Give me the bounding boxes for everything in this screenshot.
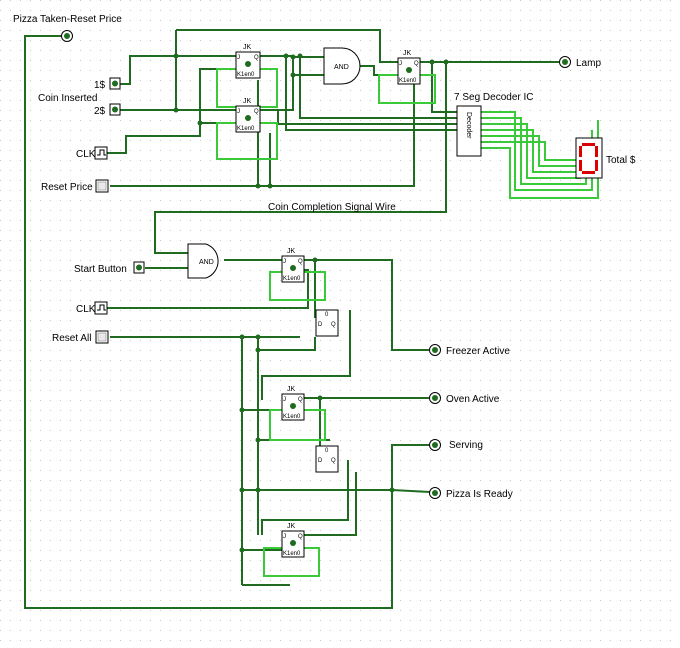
pizza-ready-led xyxy=(429,487,441,499)
one-dollar-pin[interactable] xyxy=(109,77,121,90)
jk-pins-label: K1en0 xyxy=(283,414,301,420)
jk-flipflop-6[interactable]: JK J Q K1en0 xyxy=(281,523,305,558)
total-label: Total $ xyxy=(606,155,636,166)
d-zero-label: 0 xyxy=(325,312,329,318)
labels: Pizza Taken-Reset Price Coin Inserted 1$… xyxy=(13,14,636,500)
q-pin-label: Q xyxy=(298,397,303,403)
two-dollar-pin[interactable] xyxy=(109,103,121,116)
q-pin-label: Q xyxy=(298,534,303,540)
q-pin-label: Q xyxy=(331,322,336,328)
reset-price-button[interactable] xyxy=(95,179,109,193)
and-gate-top-label: AND xyxy=(334,64,349,71)
jk-pins-label: K1en0 xyxy=(283,276,301,282)
jk-label: JK xyxy=(287,386,296,393)
and-gate-top[interactable]: AND xyxy=(323,47,361,85)
jk-pins-label: K1en0 xyxy=(237,72,255,78)
one-dollar-label: 1$ xyxy=(94,80,106,91)
j-pin-label: J xyxy=(399,61,402,67)
d-pin-label: D xyxy=(318,322,323,328)
q-pin-label: Q xyxy=(414,61,419,67)
jk-label: JK xyxy=(243,98,252,105)
freezer-active-label: Freezer Active xyxy=(446,346,510,357)
pizza-ready-label: Pizza Is Ready xyxy=(446,489,513,500)
active-wires xyxy=(216,68,599,577)
two-dollar-label: 2$ xyxy=(94,106,106,117)
jk-flipflop-5[interactable]: JK J Q K1en0 xyxy=(281,386,305,421)
title-label: Pizza Taken-Reset Price xyxy=(13,14,122,25)
oven-active-led xyxy=(429,392,441,404)
q-pin-label: Q xyxy=(331,458,336,464)
junctions xyxy=(173,53,449,553)
jk-label: JK xyxy=(403,50,412,57)
d-flipflop-1[interactable]: 0 D Q xyxy=(315,309,339,337)
j-pin-label: J xyxy=(237,55,240,61)
reset-all-label: Reset All xyxy=(52,333,91,344)
clk-top-label: CLK xyxy=(76,149,96,160)
q-pin-label: Q xyxy=(298,259,303,265)
seven-segment-display xyxy=(575,137,603,179)
reset-price-label: Reset Price xyxy=(41,182,93,193)
jk-label: JK xyxy=(243,44,252,51)
j-pin-label: J xyxy=(283,259,286,265)
lamp-led xyxy=(559,56,571,68)
decoder-ic-label: 7 Seg Decoder IC xyxy=(454,92,534,103)
reset-all-button[interactable] xyxy=(95,330,109,344)
clock-top[interactable] xyxy=(94,146,108,160)
j-pin-label: J xyxy=(283,397,286,403)
d-pin-label: D xyxy=(318,458,323,464)
and-gate-bottom-label: AND xyxy=(199,259,214,266)
jk-flipflop-3[interactable]: JK J Q K1en0 xyxy=(397,50,421,85)
jk-pins-label: K1en0 xyxy=(399,78,417,84)
j-pin-label: J xyxy=(283,534,286,540)
lamp-label: Lamp xyxy=(576,58,601,69)
decoder-label: Decoder xyxy=(465,112,472,139)
clk-bottom-label: CLK xyxy=(76,304,96,315)
oven-active-label: Oven Active xyxy=(446,394,500,405)
jk-flipflop-1[interactable]: JK J Q K1en0 xyxy=(235,44,261,79)
q-pin-label: Q xyxy=(254,109,259,115)
jk-pins-label: K1en0 xyxy=(283,551,301,557)
d-zero-label: 0 xyxy=(325,448,329,454)
d-flipflop-2[interactable]: 0 D Q xyxy=(315,445,339,473)
clock-bottom[interactable] xyxy=(94,301,108,315)
start-button-pin[interactable] xyxy=(133,261,145,274)
coin-inserted-label: Coin Inserted xyxy=(38,93,97,104)
and-gate-bottom[interactable]: AND xyxy=(187,243,219,279)
freezer-active-led xyxy=(429,344,441,356)
start-button-label: Start Button xyxy=(74,264,127,275)
q-pin-label: Q xyxy=(254,55,259,61)
seven-seg-decoder[interactable]: Decoder xyxy=(456,105,482,157)
jk-flipflop-2[interactable]: JK J Q K1en0 xyxy=(235,98,261,133)
jk-label: JK xyxy=(287,523,296,530)
j-pin-label: J xyxy=(237,109,240,115)
jk-flipflop-4[interactable]: JK J Q K1en0 xyxy=(281,248,305,283)
serving-led xyxy=(429,439,441,451)
jk-pins-label: K1en0 xyxy=(237,126,255,132)
jk-label: JK xyxy=(287,248,296,255)
serving-label: Serving xyxy=(449,440,483,451)
coin-signal-label: Coin Completion Signal Wire xyxy=(268,202,396,213)
title-output-led xyxy=(61,30,73,42)
